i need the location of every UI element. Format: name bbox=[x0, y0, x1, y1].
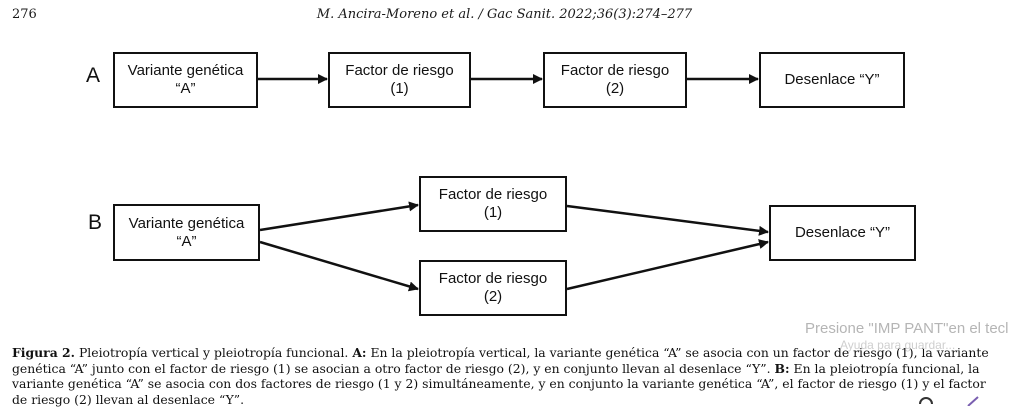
box-line2: (2) bbox=[605, 80, 625, 97]
arrow-b-variant-to-factor2 bbox=[259, 240, 419, 292]
panel-a-box-outcome: Desenlace “Y” bbox=[759, 52, 905, 108]
box-line1: Desenlace “Y” bbox=[794, 224, 891, 241]
page-number: 276 bbox=[12, 7, 37, 22]
panel-b-label: B bbox=[88, 211, 103, 234]
arrow-b-variant-to-factor1 bbox=[259, 201, 419, 232]
caption-a-text: En la pleiotropía vertical, la variante … bbox=[12, 345, 989, 376]
screenshot-hint-overlay: Presione "IMP PANT"en el tecl bbox=[805, 320, 1009, 337]
box-line1: Factor de riesgo bbox=[560, 62, 670, 79]
panel-b-box-outcome: Desenlace “Y” bbox=[769, 205, 916, 261]
panel-b-box-risk-factor-2: Factor de riesgo (2) bbox=[419, 260, 567, 316]
panel-a-box-risk-factor-1: Factor de riesgo (1) bbox=[328, 52, 471, 108]
box-line1: Factor de riesgo bbox=[438, 270, 548, 287]
running-head: M. Ancira-Moreno et al. / Gac Sanit. 202… bbox=[316, 7, 693, 22]
caption-b-text: En la pleiotropía funcional, la variante… bbox=[12, 360, 986, 407]
arrow-b-factor2-to-outcome bbox=[566, 239, 769, 291]
box-line2: (2) bbox=[483, 288, 503, 305]
box-line1: Variante genética bbox=[127, 62, 244, 79]
panel-b-box-genetic-variant: Variante genética “A” bbox=[113, 204, 260, 261]
box-line2: (1) bbox=[390, 80, 409, 97]
caption-title: Pleiotropía vertical y pleiotropía funci… bbox=[78, 345, 349, 360]
box-line2: (1) bbox=[483, 204, 503, 221]
caption-label: Figura 2. bbox=[12, 345, 75, 360]
figure-caption: Figura 2. Pleiotropía vertical y pleiotr… bbox=[12, 345, 1002, 407]
arrow-b-factor1-to-outcome bbox=[566, 204, 769, 236]
box-line1: Factor de riesgo bbox=[345, 62, 454, 79]
caption-b-label: B: bbox=[774, 360, 790, 376]
box-line2: “A” bbox=[176, 232, 197, 250]
tray-icon[interactable] bbox=[918, 394, 934, 406]
caption-a-label: A: bbox=[352, 345, 367, 360]
screenshot-hint-overlay-sub: Ayuda para guardar... bbox=[840, 338, 956, 352]
box-line2: “A” bbox=[175, 80, 196, 97]
panel-b-box-risk-factor-1: Factor de riesgo (1) bbox=[419, 176, 567, 232]
panel-a-box-genetic-variant: Variante genética “A” bbox=[113, 52, 258, 108]
box-line1: Desenlace “Y” bbox=[784, 71, 880, 88]
box-line1: Variante genética bbox=[128, 214, 245, 232]
panel-a-box-risk-factor-2: Factor de riesgo (2) bbox=[543, 52, 687, 108]
box-line1: Factor de riesgo bbox=[438, 186, 548, 203]
corner-arrow-icon[interactable] bbox=[965, 394, 981, 406]
figure-arrows bbox=[257, 74, 769, 292]
panel-a-label: A bbox=[86, 64, 101, 87]
